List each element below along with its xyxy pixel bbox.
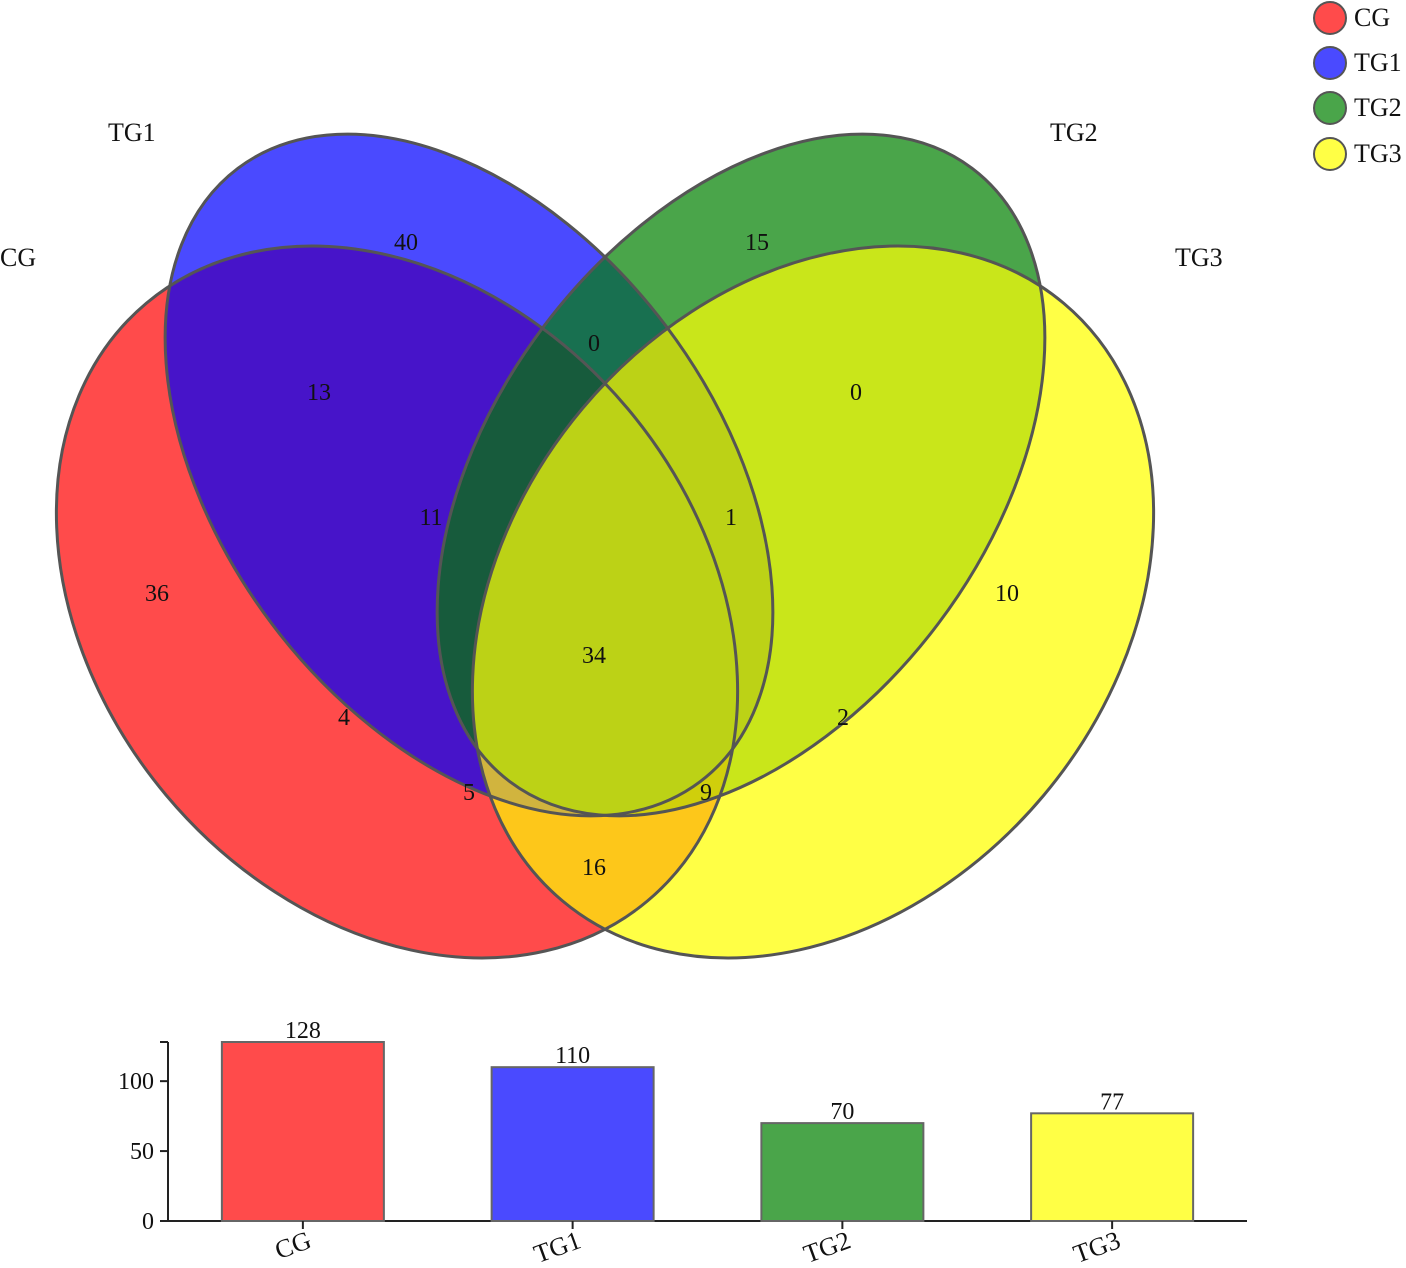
legend-item-tg2: TG2	[1313, 91, 1402, 125]
set-label-tg3: TG3	[1175, 243, 1223, 272]
outline-cg	[54, 244, 740, 960]
x-tick-label-tg3: TG3	[1069, 1225, 1124, 1268]
count-tg1-only: 40	[394, 230, 418, 256]
bar-tg2	[760, 1122, 925, 1222]
venn-outlines	[54, 132, 1156, 960]
legend-label-tg2: TG2	[1354, 93, 1402, 122]
bar-tg1	[490, 1066, 655, 1222]
count-cg-tg1-tg2: 11	[419, 505, 442, 531]
count-tg2-only: 15	[745, 230, 769, 256]
count-cg-only: 36	[145, 581, 169, 607]
legend-item-tg1: TG1	[1313, 46, 1402, 80]
count-tg1-tg2: 0	[588, 331, 600, 357]
bar-value-label-tg3: 77	[1100, 1089, 1124, 1115]
x-tick-label-tg1: TG1	[530, 1225, 585, 1268]
legend: CG TG1 TG2 TG3	[1313, 1, 1402, 171]
set-label-cg: CG	[0, 243, 36, 272]
count-cg-tg1: 13	[307, 380, 331, 406]
outline-tg2	[435, 132, 1047, 818]
bar-value-label-tg2: 70	[830, 1099, 854, 1125]
set-labels: CG TG1 TG2 TG3	[0, 118, 1223, 272]
bar-value-label-cg: 128	[285, 1018, 321, 1044]
bar-tg3	[1030, 1112, 1195, 1222]
legend-item-cg: CG	[1313, 1, 1390, 35]
legend-label-tg3: TG3	[1354, 139, 1402, 168]
legend-swatch-tg2	[1313, 91, 1347, 125]
x-tick-label-tg2: TG2	[800, 1225, 855, 1268]
set-label-tg1: TG1	[108, 118, 156, 147]
bar-cg	[220, 1041, 385, 1222]
count-cg-tg2-tg3: 5	[463, 780, 475, 806]
count-tg2-tg3: 0	[850, 380, 862, 406]
set-label-tg2: TG2	[1050, 118, 1098, 147]
venn-fills	[56, 134, 1154, 958]
legend-label-tg1: TG1	[1354, 48, 1402, 77]
count-all: 34	[582, 643, 606, 669]
legend-swatch-tg3	[1313, 137, 1347, 171]
legend-swatch-tg1	[1313, 46, 1347, 80]
legend-label-cg: CG	[1354, 3, 1390, 32]
count-cg-tg2: 4	[338, 705, 350, 731]
count-tg3-only: 10	[995, 581, 1019, 607]
region-counts: 36 40 15 10 13 0 0 11 1 34 4 2 5 9 16	[145, 230, 1019, 881]
y-tick-label-1: 50	[130, 1139, 154, 1165]
outline-tg1	[163, 132, 775, 818]
count-tg1-tg2-tg3: 1	[725, 505, 737, 531]
bar-value-label-tg1: 110	[555, 1043, 590, 1069]
legend-item-tg3: TG3	[1313, 137, 1402, 171]
count-tg1-tg3: 2	[837, 705, 849, 731]
count-cg-tg3: 16	[582, 855, 606, 881]
x-tick-label-cg: CG	[271, 1225, 315, 1265]
y-tick-label-0: 0	[142, 1209, 154, 1235]
y-tick-label-2: 100	[118, 1069, 154, 1095]
outline-tg3	[470, 244, 1156, 960]
count-cg-tg1-tg3: 9	[700, 780, 712, 806]
legend-swatch-cg	[1313, 1, 1347, 35]
